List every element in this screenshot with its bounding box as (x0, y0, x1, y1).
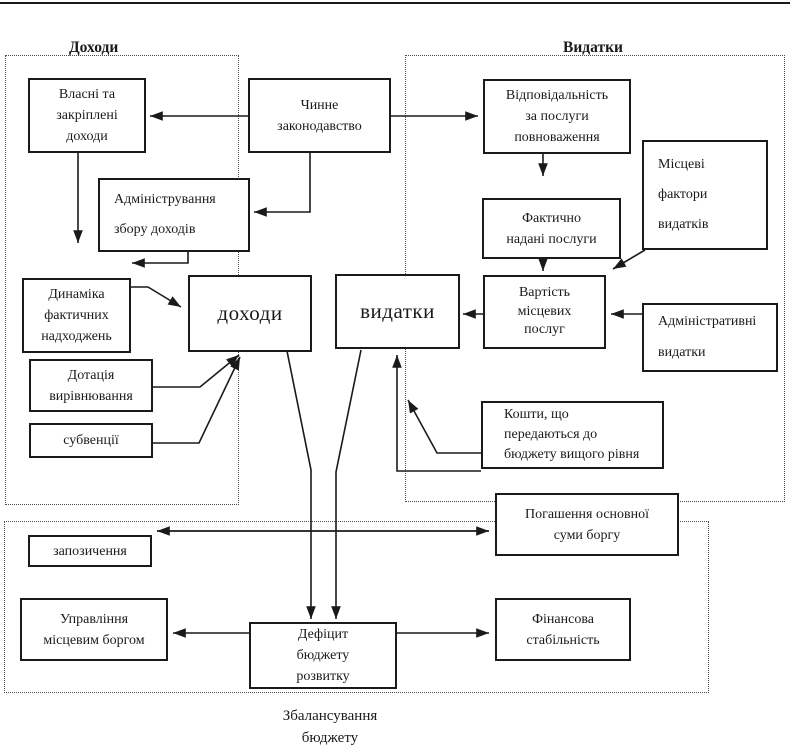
node-local-expenditure-factors: Місцеві фактори видатків (642, 140, 768, 250)
arrow-administration-to-dynamics (132, 252, 189, 268)
top-rule-line (0, 2, 790, 4)
arrow-revenues-to-deficit (286, 350, 316, 619)
node-administrative-expenditures: Адміністративні видатки (642, 303, 778, 372)
node-funds-transferred-to-higher-budget: Кошти, що передаються до бюджету вищого … (481, 401, 664, 469)
arrow-dynamics-to-revenues (130, 286, 182, 308)
node-service-responsibility: Відповідальність за послуги повноваження (483, 79, 631, 154)
arrow-grant-to-revenues (153, 354, 240, 388)
node-own-and-assigned-revenues: Власні та закріплені доходи (28, 78, 146, 153)
region-budget-balancing (4, 521, 709, 693)
node-revenues: доходи (188, 275, 312, 352)
node-revenue-collection-administration: Адміністрування збору доходів (98, 178, 250, 252)
node-equalization-grant: Дотація вирівнювання (29, 359, 153, 412)
node-financial-stability: Фінансова стабільність (495, 598, 631, 661)
arrow-expenditures-to-deficit (331, 349, 362, 619)
node-subventions: субвенції (29, 423, 153, 458)
caption-budget-balancing: Збалансування бюджету (282, 708, 378, 746)
node-actual-revenues-dynamics: Динаміка фактичних надходжень (22, 278, 131, 353)
node-actually-provided-services: Фактично надані послуги (482, 198, 621, 259)
section-header-expenditures: Видатки (563, 39, 623, 56)
section-header-incomes: Доходи (69, 39, 119, 56)
arrow-local-factors-to-cost (612, 249, 646, 270)
arrow-funds-diagonal (407, 399, 481, 454)
node-current-legislation: Чинне законодавство (248, 78, 391, 153)
node-local-services-cost: Вартість місцевих послуг (483, 275, 606, 349)
node-expenditures: видатки (335, 274, 460, 349)
node-development-budget-deficit: Дефіцит бюджету розвитку (249, 622, 397, 689)
arrow-subventions-to-revenues (153, 356, 241, 444)
node-local-debt-management: Управління місцевим боргом (20, 598, 168, 661)
node-borrowing: запозичення (28, 535, 152, 567)
arrow-funds-to-expenditures (392, 355, 481, 472)
arrow-legislation-to-administration (254, 153, 311, 217)
node-principal-debt-repayment: Погашення основної суми боргу (495, 493, 679, 556)
